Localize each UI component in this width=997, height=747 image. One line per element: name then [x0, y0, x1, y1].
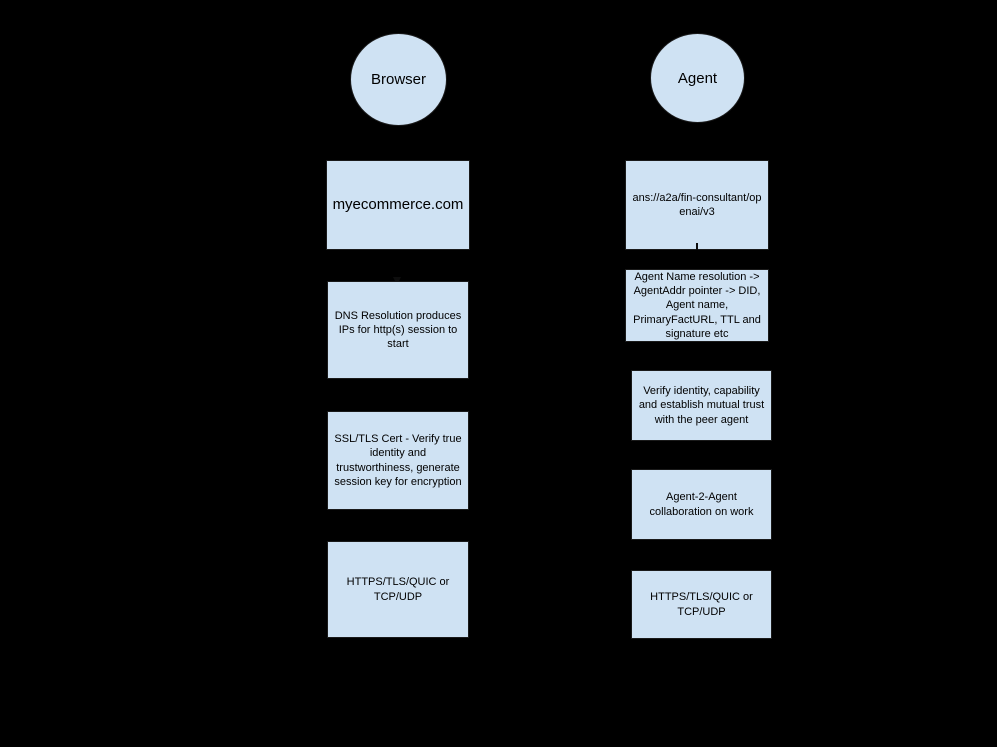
flow-node-label: Verify identity, capability and establis…	[638, 385, 765, 426]
flow-node-agent-name-resolution: Agent Name resolution -> AgentAddr point…	[625, 269, 769, 342]
flow-node-label: HTTPS/TLS/QUIC or TCP/UDP	[650, 591, 753, 618]
connector-tick-icon	[696, 243, 698, 250]
flow-node-label: SSL/TLS Cert - Verify true identity and …	[334, 432, 462, 488]
flow-node-myecommerce: myecommerce.com	[326, 160, 470, 250]
flow-node-verify-identity: Verify identity, capability and establis…	[631, 370, 772, 441]
flow-node-label: ans://a2a/fin-consultant/openai/v3	[632, 191, 762, 218]
flow-node-label: DNS Resolution produces IPs for http(s) …	[334, 309, 462, 351]
agent-circle-label: Agent	[677, 69, 718, 87]
flow-node-label: Agent-2-Agent collaboration on work	[649, 491, 754, 518]
browser-circle-label: Browser	[370, 71, 426, 88]
flow-node-agent-transport: HTTPS/TLS/QUIC or TCP/UDP	[631, 570, 772, 639]
browser-circle: Browser	[350, 33, 447, 126]
agent-circle: Agent	[650, 33, 745, 123]
flow-node-ans-url: ans://a2a/fin-consultant/openai/v3	[625, 160, 769, 250]
flow-node-browser-transport: HTTPS/TLS/QUIC or TCP/UDP	[327, 541, 469, 638]
flow-node-label: myecommerce.com	[332, 196, 464, 214]
flow-node-label: Agent Name resolution -> AgentAddr point…	[633, 270, 761, 340]
flow-node-dns-resolution: DNS Resolution produces IPs for http(s) …	[327, 281, 469, 379]
flow-node-ssl-tls-cert: SSL/TLS Cert - Verify true identity and …	[327, 411, 469, 510]
flow-node-a2a-collaboration: Agent-2-Agent collaboration on work	[631, 469, 772, 540]
flow-node-label: HTTPS/TLS/QUIC or TCP/UDP	[346, 576, 450, 603]
